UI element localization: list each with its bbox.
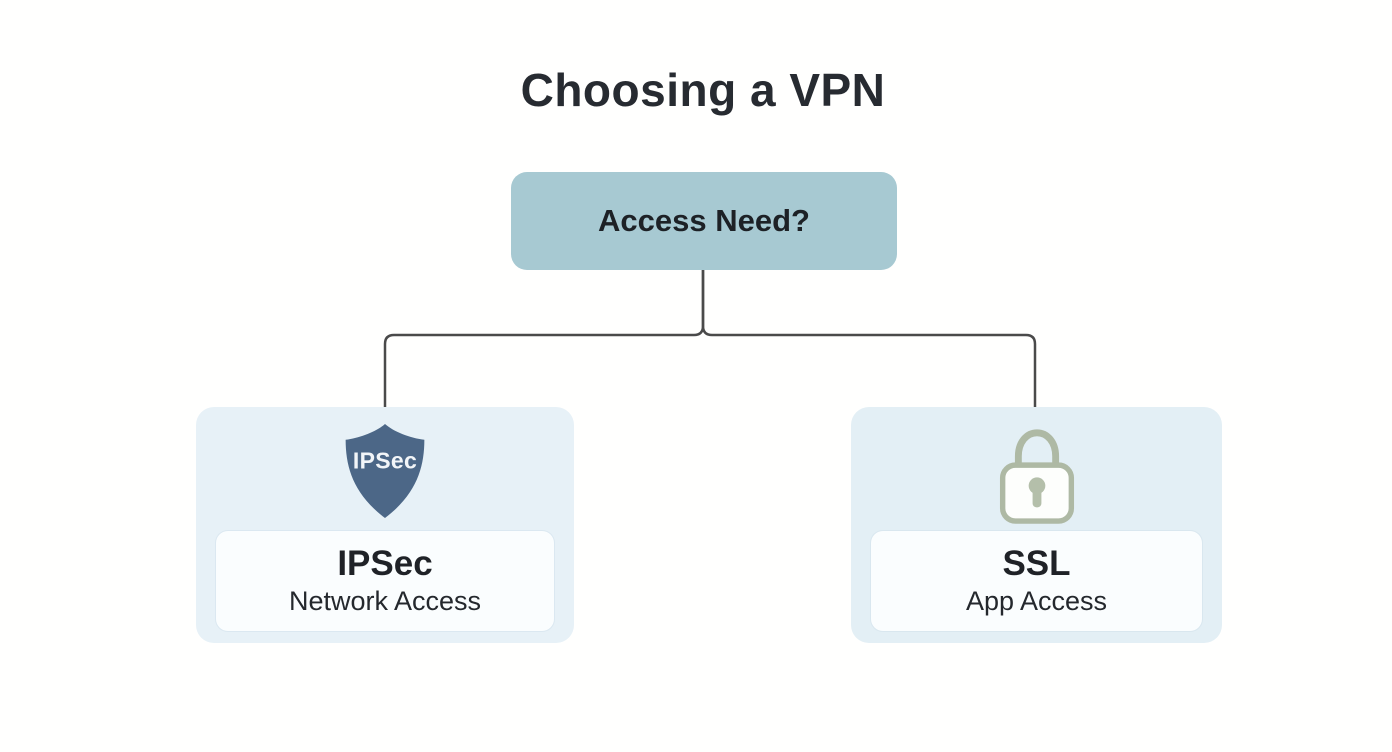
decision-label: Access Need? bbox=[598, 203, 810, 238]
branch-title-ssl: SSL bbox=[1002, 543, 1071, 583]
lock-icon bbox=[992, 420, 1082, 524]
shield-icon-label: IPSec bbox=[352, 447, 418, 474]
branch-card-ssl: SSL App Access bbox=[851, 407, 1222, 643]
page-title: Choosing a VPN bbox=[520, 64, 886, 116]
connector-left-branch bbox=[383, 268, 705, 409]
decision-box-access-need: Access Need? bbox=[511, 172, 897, 270]
shield-icon: IPSec bbox=[337, 420, 433, 522]
branch-card-ipsec: IPSec IPSec Network Access bbox=[196, 407, 574, 643]
branch-label-card-ssl: SSL App Access bbox=[871, 531, 1202, 631]
branch-subtitle-ipsec: Network Access bbox=[288, 586, 482, 617]
connector-right-branch bbox=[701, 268, 1037, 409]
branch-title-ipsec: IPSec bbox=[337, 543, 433, 583]
branch-subtitle-ssl: App Access bbox=[965, 586, 1108, 617]
branch-label-card-ipsec: IPSec Network Access bbox=[216, 531, 554, 631]
